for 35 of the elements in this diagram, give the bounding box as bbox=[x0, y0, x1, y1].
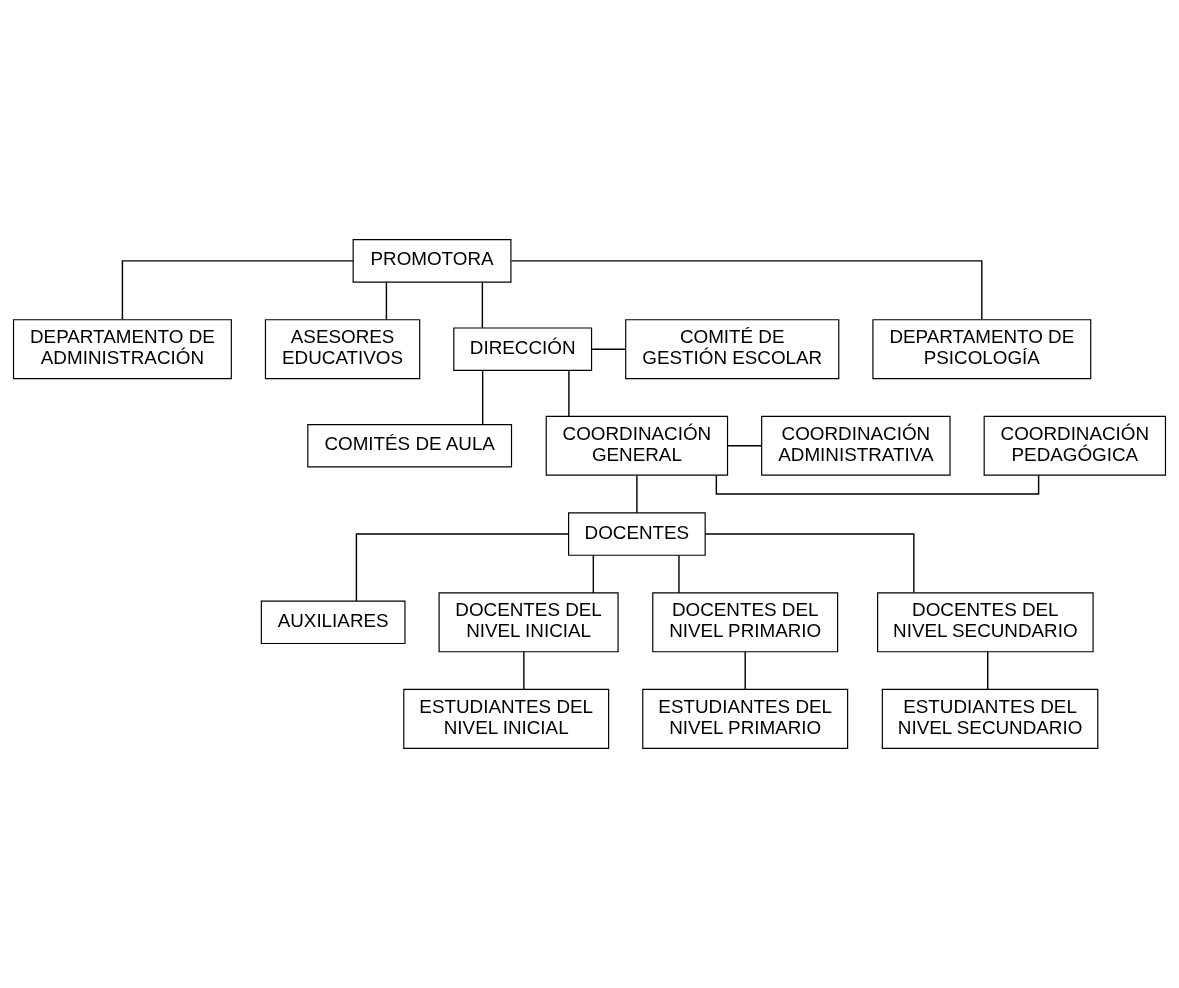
node-box: COORDINACIÓN PEDAGÓGICA bbox=[983, 415, 1167, 476]
node-box: DEPARTAMENTO DE PSICOLOGÍA bbox=[872, 319, 1092, 380]
node-box: COORDINACIÓN GENERAL bbox=[545, 415, 729, 476]
connector bbox=[727, 445, 763, 447]
connector bbox=[987, 651, 989, 690]
node-box: ESTUDIANTES DEL NIVEL SECUNDARIO bbox=[881, 688, 1099, 749]
connector bbox=[591, 348, 627, 350]
node-box: ESTUDIANTES DEL NIVEL INICIAL bbox=[403, 688, 610, 749]
connector bbox=[568, 369, 570, 417]
node-box: COORDINACIÓN ADMINISTRATIVA bbox=[761, 415, 951, 476]
connector bbox=[678, 554, 680, 594]
connector bbox=[744, 651, 746, 690]
node-box: DOCENTES DEL NIVEL INICIAL bbox=[438, 592, 619, 653]
connector bbox=[636, 474, 638, 514]
node-box: PROMOTORA bbox=[352, 239, 512, 283]
node-box: DIRECCIÓN bbox=[453, 327, 593, 371]
connector bbox=[510, 260, 983, 320]
connector bbox=[355, 533, 569, 602]
node-box: DEPARTAMENTO DE ADMINISTRACIÓN bbox=[12, 319, 232, 380]
node-box: COMITÉS DE AULA bbox=[307, 423, 513, 468]
connector bbox=[481, 369, 484, 426]
node-box: DOCENTES DEL NIVEL PRIMARIO bbox=[652, 592, 839, 653]
node-box: DOCENTES DEL NIVEL SECUNDARIO bbox=[877, 592, 1094, 653]
connector bbox=[121, 260, 354, 320]
node-box: AUXILIARES bbox=[260, 600, 406, 645]
node-box: ESTUDIANTES DEL NIVEL PRIMARIO bbox=[642, 688, 849, 749]
connector bbox=[481, 281, 484, 329]
connector bbox=[592, 554, 595, 594]
connector bbox=[704, 533, 915, 594]
connector bbox=[385, 281, 388, 321]
node-box: DOCENTES bbox=[568, 512, 706, 556]
node-box: ASESORES EDUCATIVOS bbox=[264, 319, 421, 380]
connector bbox=[715, 474, 1040, 495]
connector bbox=[523, 651, 525, 690]
node-box: COMITÉ DE GESTIÓN ESCOLAR bbox=[625, 319, 840, 380]
